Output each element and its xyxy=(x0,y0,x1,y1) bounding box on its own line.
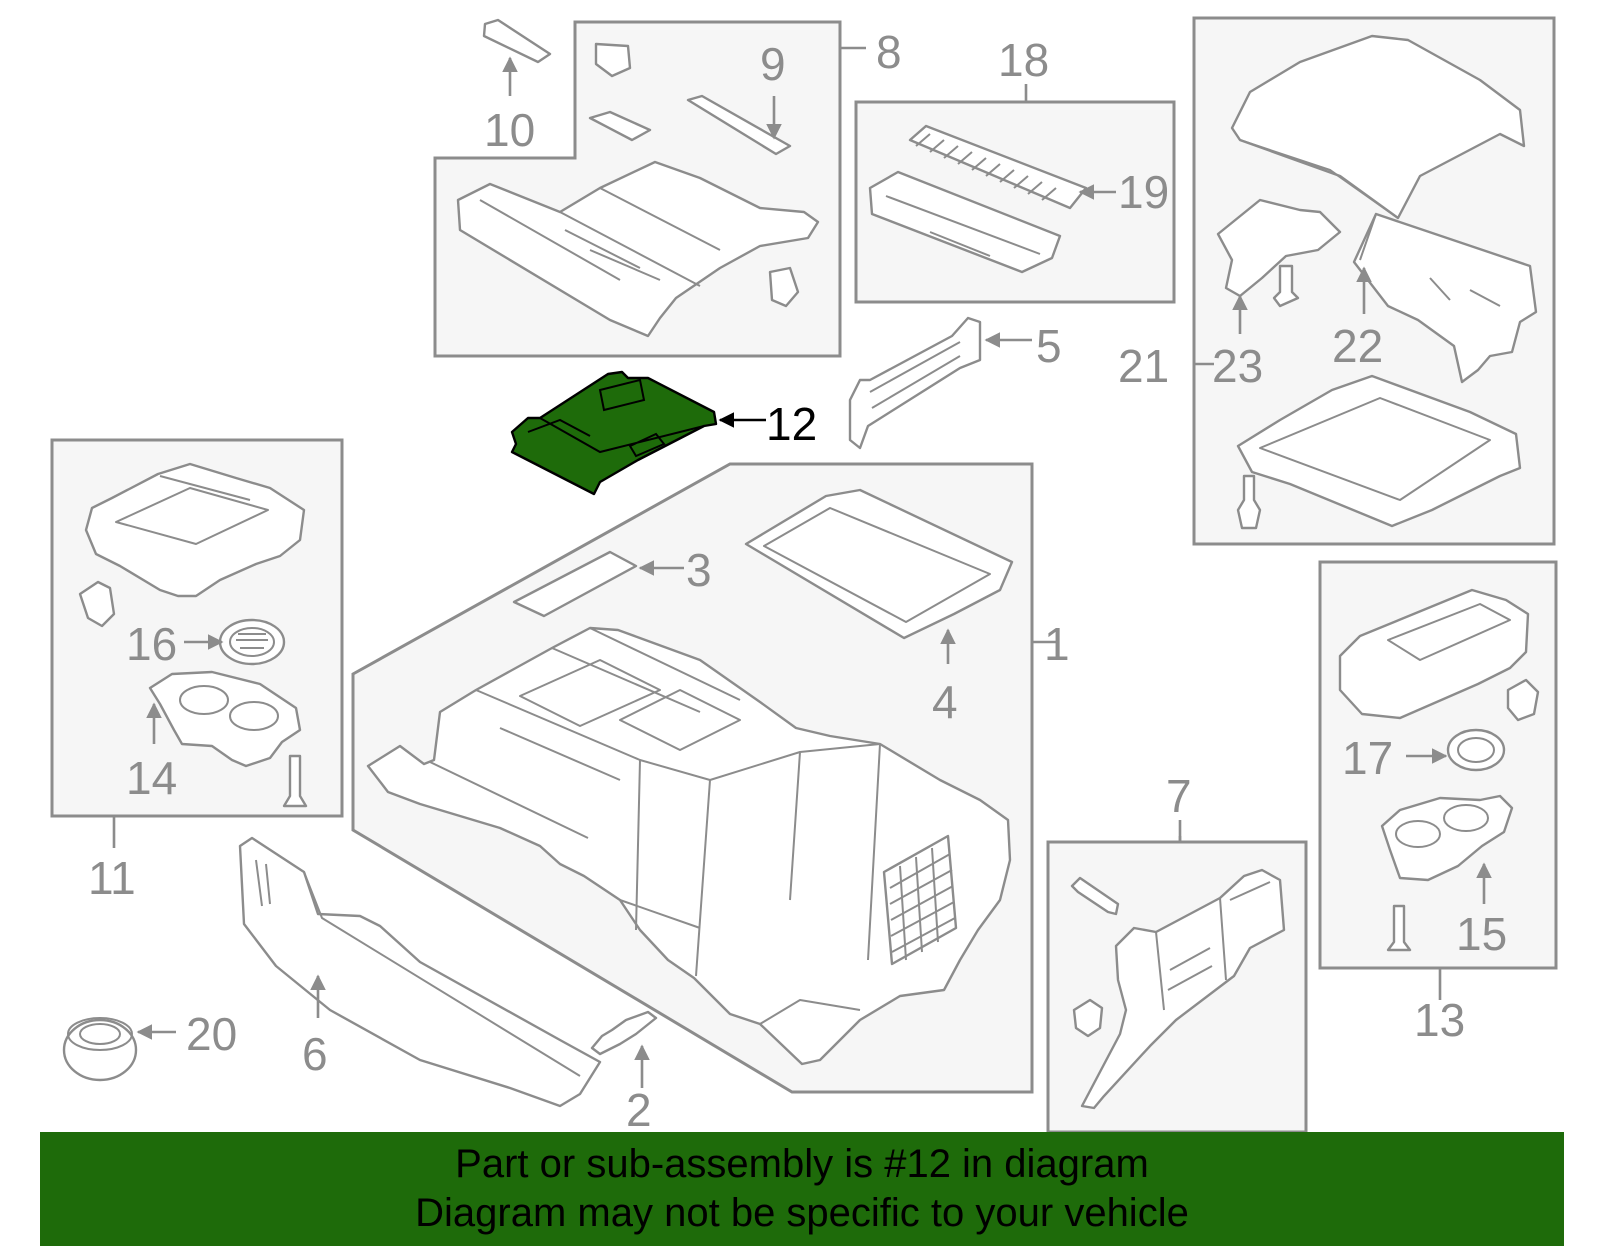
part-2 xyxy=(590,1010,658,1056)
banner-line-1: Part or sub-assembly is #12 in diagram xyxy=(455,1142,1149,1186)
callout-7: 7 xyxy=(1166,770,1192,822)
callout-8: 8 xyxy=(876,26,902,78)
cupholder-part-14 xyxy=(148,670,302,768)
callout-3: 3 xyxy=(686,544,712,596)
group-box-13 xyxy=(1318,560,1558,970)
part-3 xyxy=(512,550,638,618)
clip-part-7 xyxy=(1072,998,1104,1038)
bin-part-22 xyxy=(1352,212,1538,384)
callout-16: 16 xyxy=(126,618,177,670)
callout-12: 12 xyxy=(766,398,817,450)
clip-part xyxy=(594,42,632,78)
callout-1: 1 xyxy=(1044,618,1070,670)
callout-14: 14 xyxy=(126,752,177,804)
screw-part-13 xyxy=(1386,904,1412,952)
callout-2: 2 xyxy=(626,1084,652,1136)
group-box-7 xyxy=(1046,840,1308,1134)
part-12-highlighted xyxy=(510,370,718,496)
callout-17: 17 xyxy=(1342,732,1393,784)
console-upper-part xyxy=(456,160,820,338)
callout-4: 4 xyxy=(932,676,958,728)
callout-10: 10 xyxy=(484,104,535,156)
clip-part-11 xyxy=(78,580,116,628)
banner-line-2: Diagram may not be specific to your vehi… xyxy=(415,1191,1189,1235)
group-box-21 xyxy=(1192,16,1556,546)
bolt-part xyxy=(1272,264,1300,308)
group-box-11 xyxy=(50,438,344,818)
armrest-base-part xyxy=(1236,374,1522,528)
callout-21: 21 xyxy=(1118,340,1169,392)
bezel-part xyxy=(84,462,306,598)
pin-part xyxy=(1236,474,1262,530)
hinge-part-23 xyxy=(1216,198,1342,298)
callout-labels: 1 2 3 4 5 6 7 8 9 10 11 12 13 14 15 16 1… xyxy=(88,26,1507,1136)
callout-20: 20 xyxy=(186,1008,237,1060)
part-9 xyxy=(686,94,792,156)
cupholder-part-15 xyxy=(1380,794,1514,882)
callout-18: 18 xyxy=(998,34,1049,86)
group-box-8 xyxy=(433,20,842,358)
callout-5: 5 xyxy=(1036,320,1062,372)
clip-part-2 xyxy=(768,266,800,308)
bolt-part-7 xyxy=(1070,876,1120,916)
callout-13: 13 xyxy=(1414,994,1465,1046)
mesh-panel xyxy=(882,834,958,966)
console-body-part xyxy=(366,626,1012,1066)
part-10 xyxy=(482,18,552,64)
ring-part-17 xyxy=(1446,728,1506,772)
callout-22: 22 xyxy=(1332,320,1383,372)
callout-9: 9 xyxy=(760,38,786,90)
tray-part xyxy=(868,170,1062,274)
group-box-18 xyxy=(854,100,1176,304)
clip-part-13 xyxy=(1506,678,1540,722)
group-box-1 xyxy=(351,462,1034,1094)
leader-lines xyxy=(112,46,1492,1088)
callout-19: 19 xyxy=(1118,166,1169,218)
callout-11: 11 xyxy=(88,852,136,904)
part-6 xyxy=(238,836,602,1108)
part-4-mat xyxy=(744,488,1014,640)
info-banner: Part or sub-assembly is #12 in diagram D… xyxy=(40,1132,1564,1246)
callout-15: 15 xyxy=(1456,908,1507,960)
bracket-part xyxy=(588,110,652,142)
callout-23: 23 xyxy=(1212,340,1263,392)
part-20 xyxy=(62,1017,138,1082)
screw-part xyxy=(282,754,308,808)
part-5 xyxy=(848,316,982,450)
callout-6: 6 xyxy=(302,1028,328,1080)
